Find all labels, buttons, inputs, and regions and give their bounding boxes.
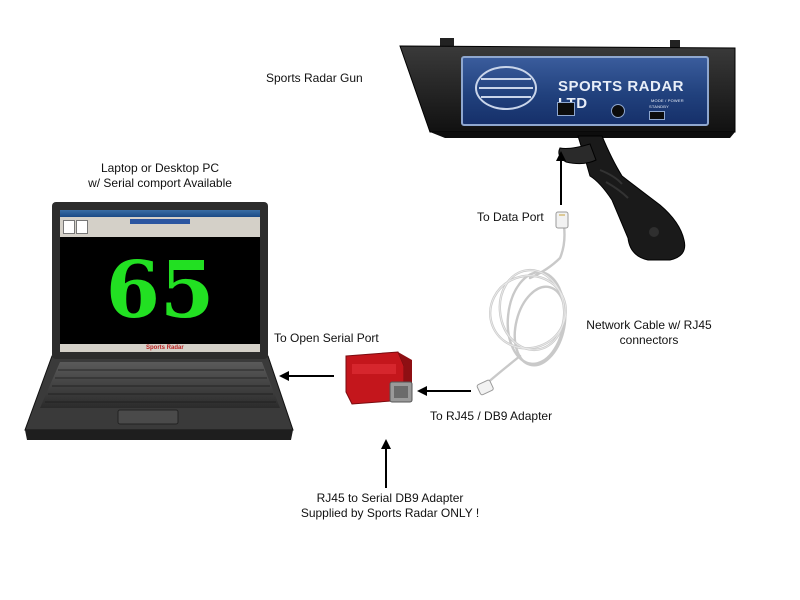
label-adapter-line2: Supplied by Sports Radar ONLY ! <box>290 506 490 521</box>
db9-adapter <box>346 352 412 404</box>
data-port-jack <box>557 102 575 116</box>
label-network-line1: Network Cable w/ RJ45 <box>578 318 720 333</box>
app-titlebar <box>60 210 260 217</box>
rj45-connector-top <box>556 212 568 228</box>
laptop-screen: 65 Sports Radar <box>60 210 260 352</box>
app-toolbar <box>60 217 260 237</box>
label-adapter-line1: RJ45 to Serial DB9 Adapter <box>290 491 490 506</box>
power-switch <box>649 111 665 120</box>
label-rj45-adapter: To RJ45 / DB9 Adapter <box>430 409 552 424</box>
laptop-base <box>25 356 293 440</box>
gun-brand-text: SPORTS RADAR LTD <box>558 78 707 112</box>
laptop-lid: 65 Sports Radar <box>52 202 268 359</box>
gun-power-label: STANDBY <box>649 104 669 109</box>
footer-logo: Sports Radar <box>146 344 184 352</box>
label-network-line2: connectors <box>578 333 720 348</box>
label-pc-line2: w/ Serial comport Available <box>60 176 260 191</box>
toolbar-button <box>63 220 75 234</box>
speed-readout: 65 <box>60 252 260 330</box>
gun-mode-label: MODE / POWER <box>651 98 684 103</box>
app-statusbar: Sports Radar <box>60 344 260 352</box>
label-network-cable: Network Cable w/ RJ45 connectors <box>578 318 720 348</box>
label-radar-gun: Sports Radar Gun <box>266 71 363 86</box>
globe-logo-icon <box>475 66 537 110</box>
mode-knob <box>611 104 625 118</box>
network-cable <box>480 226 576 384</box>
label-db9-adapter: RJ45 to Serial DB9 Adapter Supplied by S… <box>290 491 490 521</box>
label-pc: Laptop or Desktop PC w/ Serial comport A… <box>60 161 260 191</box>
label-data-port: To Data Port <box>477 210 544 225</box>
network-cable-highlight <box>480 265 576 359</box>
label-open-serial: To Open Serial Port <box>274 331 379 346</box>
toolbar-button <box>76 220 88 234</box>
rj45-connector-bottom <box>477 380 494 396</box>
label-pc-line1: Laptop or Desktop PC <box>60 161 260 176</box>
toolbar-progress <box>130 219 190 224</box>
radar-gun-plate: SPORTS RADAR LTD MODE / POWER STANDBY <box>461 56 709 126</box>
